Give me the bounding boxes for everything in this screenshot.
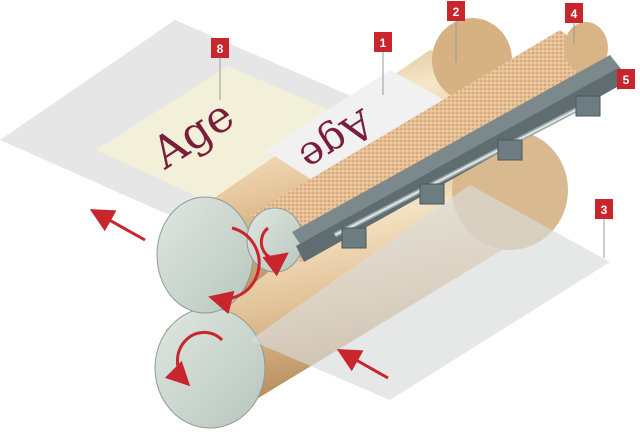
svg-text:3: 3 <box>601 203 608 217</box>
label-badge-3: 3 <box>595 199 613 219</box>
label-badge-8: 8 <box>211 38 229 58</box>
input-paper-sheet <box>250 185 610 400</box>
bar-clamp <box>341 227 367 249</box>
direction-arrow-icon <box>336 349 389 380</box>
bar-clamp <box>497 139 523 161</box>
bar-clamp <box>575 95 601 117</box>
leader-lines <box>219 20 619 258</box>
bar-clamp <box>419 183 445 205</box>
direction-arrow-icon <box>89 209 146 242</box>
rotation-arrow-icon <box>259 226 289 277</box>
label-badge-4: 4 <box>565 3 583 23</box>
label-badge-2: 2 <box>447 1 465 21</box>
printing-plate <box>265 70 445 185</box>
label-badge-1: 1 <box>374 32 392 52</box>
ink-bar-assembly <box>292 55 626 262</box>
inking-roller <box>246 22 612 273</box>
rotation-arrow-icon <box>164 330 224 387</box>
svg-text:1: 1 <box>380 36 387 50</box>
svg-text:2: 2 <box>453 5 460 19</box>
svg-text:4: 4 <box>571 7 578 21</box>
impression-cylinder-face <box>154 307 266 429</box>
rotation-arrow-icon <box>208 226 261 315</box>
label-badge-5: 5 <box>617 69 635 89</box>
svg-text:8: 8 <box>217 42 224 56</box>
svg-text:5: 5 <box>623 73 630 87</box>
printed-area <box>96 66 348 204</box>
inking-roller-face <box>246 207 304 273</box>
